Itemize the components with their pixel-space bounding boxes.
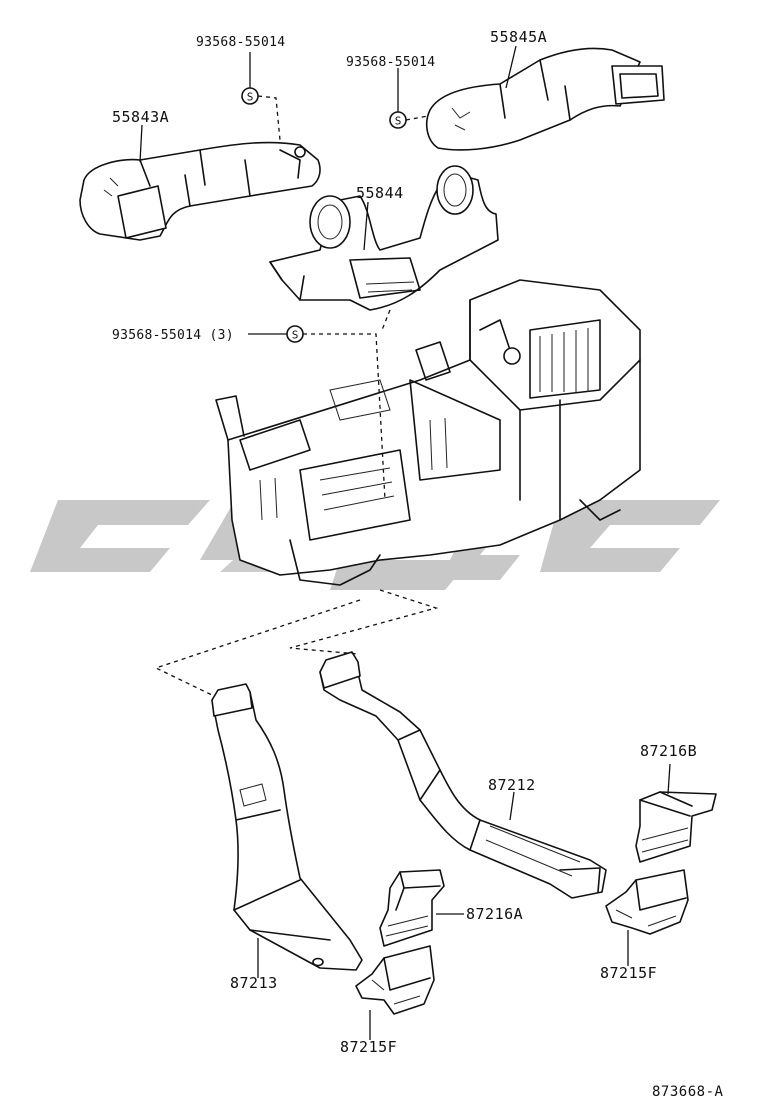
fastener-symbol-top-right: S [389,111,407,129]
label-87213: 87213 [230,974,278,992]
fastener-symbol-mid: S [286,325,304,343]
outlet-87215f-right [605,869,689,935]
svg-text:S: S [247,91,254,104]
label-fastener-mid: 93568-55014 (3) [112,328,234,343]
label-87215f-right: 87215F [600,964,657,982]
duct-87213 [211,683,363,971]
hvac-unit-assembly [215,279,641,586]
label-87212: 87212 [488,776,536,794]
part-labels: 93568-55014 93568-55014 55845A 55843A 55… [112,28,724,1100]
label-87215f-left: 87215F [340,1038,397,1056]
label-55843a: 55843A [112,108,169,126]
label-fastener-top-left: 93568-55014 [196,35,285,50]
duct-55843a [79,141,321,241]
svg-text:S: S [292,329,299,342]
vent-87216a [379,869,445,947]
duct-55845a [425,47,665,151]
label-87216a: 87216A [466,905,523,923]
label-55845a: 55845A [490,28,547,46]
fastener-symbol-top-left: S [241,87,259,105]
outlet-87215f-left [355,945,435,1015]
label-87216b: 87216B [640,742,697,760]
vent-87216b [635,791,717,863]
label-fastener-top-right: 93568-55014 [346,55,435,70]
duct-55844 [269,165,499,311]
label-55844: 55844 [356,184,404,202]
duct-87212 [319,651,607,899]
leader-lines [139,45,671,1040]
svg-text:S: S [395,115,402,128]
label-drawing-code: 873668-A [652,1084,724,1100]
